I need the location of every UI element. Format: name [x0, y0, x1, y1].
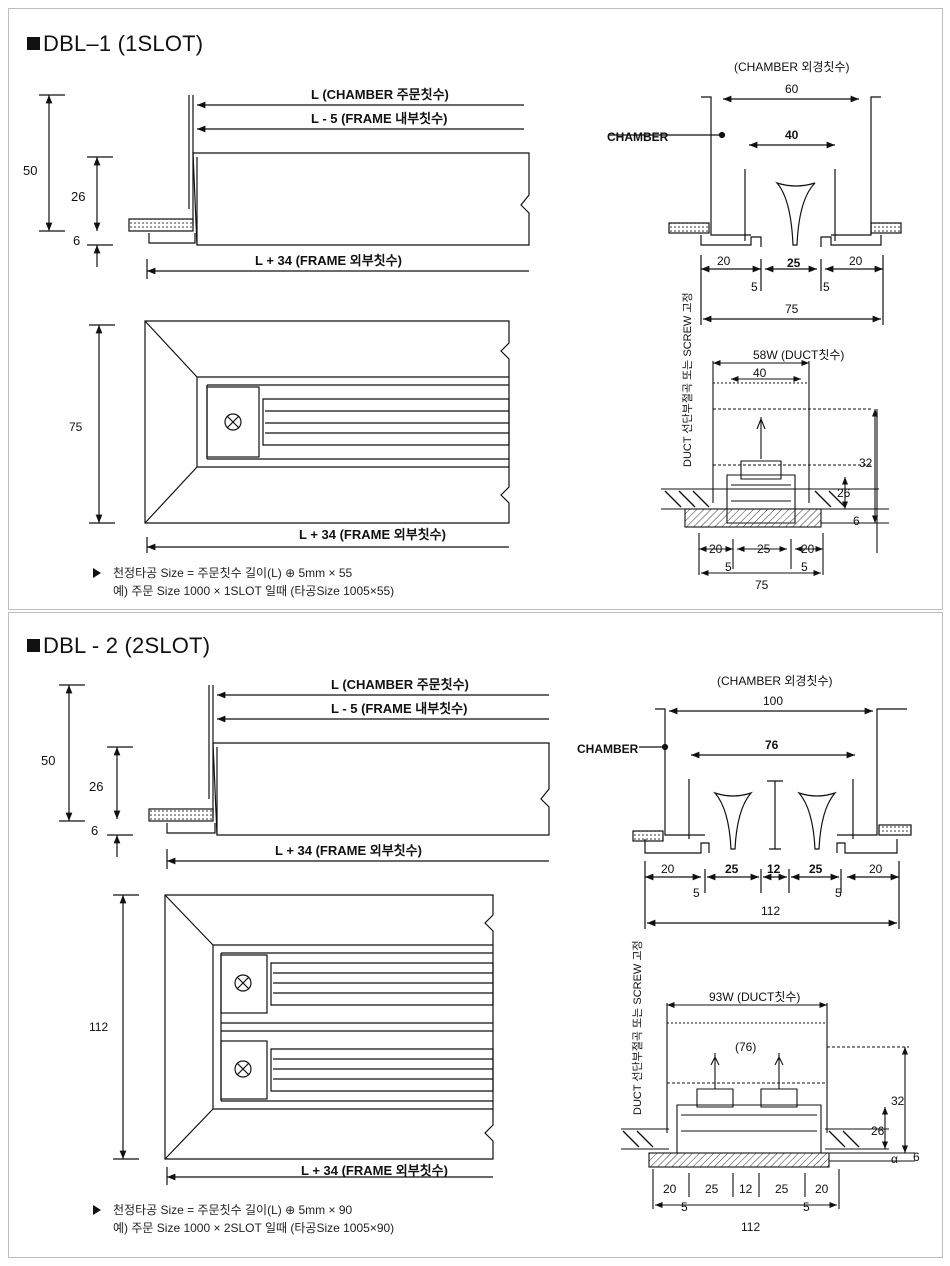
assembly-detail-view: [621, 1001, 915, 1209]
detail-gap-right-label: 5: [803, 1200, 810, 1214]
plan-dim-l34-label: L + 34 (FRAME 외부칫수): [301, 1163, 448, 1178]
height-total-label: 50: [23, 163, 37, 178]
notes: 천정타공 Size = 주문칫수 길이(L) ⊕ 5mm × 90 예) 주문 …: [93, 1201, 394, 1237]
section-title: DBL–1 (1SLOT): [27, 31, 203, 57]
duct-width-label: 93W (DUCT칫수): [709, 990, 800, 1004]
note-row: 천정타공 Size = 주문칫수 길이(L) ⊕ 5mm × 90: [93, 1201, 394, 1219]
triangle-bullet-icon: [93, 1205, 101, 1215]
right-dim-label: 20: [869, 862, 883, 876]
height-mid-label: 26: [71, 189, 85, 204]
dbl-2-drawings: 50 26 6 L (CHAMBER 주문칫수) L - 5 (FRAME 내부…: [41, 674, 920, 1234]
section-caption: (CHAMBER 외경칫수): [734, 60, 850, 74]
square-bullet-icon: [27, 639, 40, 652]
screw-note-label: DUCT 선단부절곡 또는 SCREW 고정: [681, 292, 694, 467]
left-dim-label: 20: [717, 254, 731, 268]
section-dbl-2: DBL - 2 (2SLOT) 50 26: [8, 612, 943, 1258]
detail-gap-left-label: 5: [681, 1200, 688, 1214]
dbl-1-drawings: 50 26 6 L (CHAMBER 주문칫수) L - 5 (FRAME 내부…: [23, 60, 902, 592]
plan-view: [113, 894, 494, 1185]
mid-dim-label: 12: [767, 862, 781, 876]
slot1-dim-label: 25: [725, 862, 739, 876]
detail-right-label: 20: [801, 542, 815, 556]
detail-seg1-label: 20: [663, 1182, 677, 1196]
detail-center-label: 25: [757, 542, 771, 556]
note-row: 예) 주문 Size 1000 × 1SLOT 일때 (타공Size 1005×…: [113, 584, 395, 598]
cross-section-view: [609, 95, 902, 325]
gap-left-label: 5: [693, 886, 700, 900]
plan-dim-l34-label: L + 34 (FRAME 외부칫수): [299, 527, 446, 542]
detail-seg2-label: 25: [705, 1182, 719, 1196]
gap-right-label: 5: [823, 280, 830, 294]
dim-l-label: L (CHAMBER 주문칫수): [331, 677, 469, 692]
dim-l34-label: L + 34 (FRAME 외부칫수): [275, 843, 422, 858]
detail-h26-label: 26: [871, 1124, 885, 1138]
inner-dim-label: 76: [765, 738, 779, 752]
height-low-label: 6: [91, 823, 98, 838]
note-row: 예) 주문 Size 1000 × 2SLOT 일때 (타공Size 1005×…: [113, 1221, 395, 1235]
dim-l5-label: L - 5 (FRAME 내부칫수): [311, 111, 447, 126]
plan-height-label: 75: [69, 420, 83, 434]
height-mid-label: 26: [89, 779, 103, 794]
detail-h6-label: 6: [853, 514, 860, 528]
dim-l-label: L (CHAMBER 주문칫수): [311, 87, 449, 102]
duct-width-label: 58W (DUCT칫수): [753, 348, 844, 362]
outer-dim-label: 60: [785, 82, 799, 96]
dim-l34-label: L + 34 (FRAME 외부칫수): [255, 253, 402, 268]
detail-h26-label: 26: [837, 486, 851, 500]
gap-right-label: 5: [835, 886, 842, 900]
detail-inner-label: (76): [735, 1040, 756, 1054]
center-dim-label: 25: [787, 256, 801, 270]
plan-height-label: 112: [89, 1020, 108, 1034]
section-dbl-1: DBL–1 (1SLOT) 50 26: [8, 8, 943, 610]
detail-total-label: 75: [755, 578, 769, 592]
detail-alpha-label: α: [891, 1152, 898, 1166]
total-dim-label: 112: [761, 904, 780, 918]
right-dim-label: 20: [849, 254, 863, 268]
section-caption: (CHAMBER 외경칫수): [717, 674, 833, 688]
chamber-label: CHAMBER: [607, 130, 669, 144]
detail-h6-label: 6: [913, 1150, 920, 1164]
detail-h32-label: 32: [891, 1094, 905, 1108]
note-row: 천정타공 Size = 주문칫수 길이(L) ⊕ 5mm × 55: [93, 564, 394, 582]
detail-left-label: 20: [709, 542, 723, 556]
detail-h32-label: 32: [859, 456, 873, 470]
notes: 천정타공 Size = 주문칫수 길이(L) ⊕ 5mm × 55 예) 주문 …: [93, 564, 394, 600]
chamber-label: CHAMBER: [577, 742, 639, 756]
cross-section-view: [632, 707, 912, 929]
side-elevation-view: [39, 94, 530, 279]
side-elevation-view: [59, 684, 550, 869]
detail-total-label: 112: [741, 1220, 760, 1234]
gap-left-label: 5: [751, 280, 758, 294]
assembly-detail-view: [661, 359, 889, 577]
dim-l5-label: L - 5 (FRAME 내부칫수): [331, 701, 467, 716]
plan-view: [89, 320, 510, 553]
height-low-label: 6: [73, 233, 80, 248]
height-total-label: 50: [41, 753, 55, 768]
left-dim-label: 20: [661, 862, 675, 876]
inner-dim-label: 40: [785, 128, 799, 142]
total-dim-label: 75: [785, 302, 799, 316]
outer-dim-label: 100: [763, 694, 783, 708]
detail-inner-label: 40: [753, 366, 767, 380]
triangle-bullet-icon: [93, 568, 101, 578]
slot2-dim-label: 25: [809, 862, 823, 876]
detail-gap-right-label: 5: [801, 560, 808, 574]
detail-seg3-label: 12: [739, 1182, 753, 1196]
detail-seg4-label: 25: [775, 1182, 789, 1196]
square-bullet-icon: [27, 37, 40, 50]
section-title: DBL - 2 (2SLOT): [27, 633, 210, 659]
detail-gap-left-label: 5: [725, 560, 732, 574]
screw-note-label: DUCT 선단부절곡 또는 SCREW 고정: [631, 940, 644, 1115]
detail-seg5-label: 20: [815, 1182, 829, 1196]
